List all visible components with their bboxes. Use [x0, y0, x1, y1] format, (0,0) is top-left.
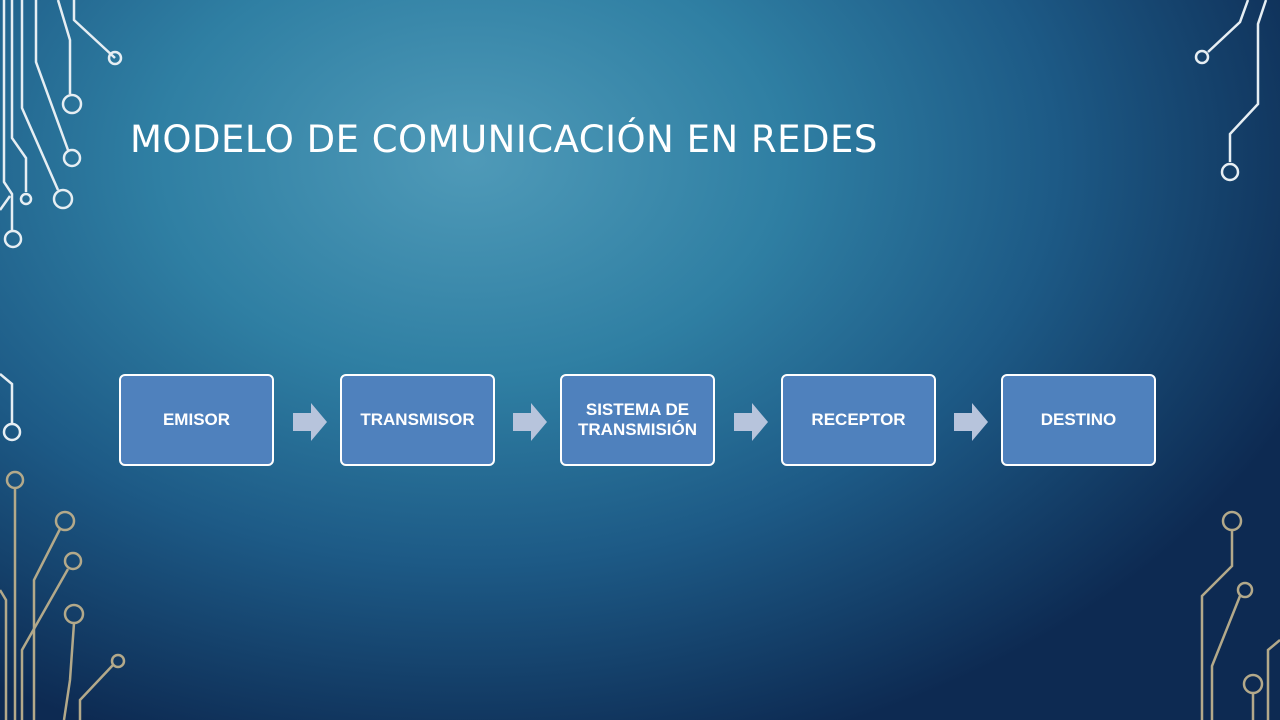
- circuit-top-left: [0, 0, 123, 249]
- circuit-mid-left: [0, 373, 22, 442]
- circuit-bottom-left: [0, 470, 126, 720]
- flow-box-emisor: EMISOR: [119, 374, 274, 466]
- flow-box-destino: DESTINO: [1001, 374, 1156, 466]
- arrow-right-icon: [513, 403, 547, 441]
- circuit-bottom-right: [1200, 510, 1280, 720]
- flow-box-sistema-de-transmision: SISTEMA DE TRANSMISIÓN: [560, 374, 715, 466]
- arrow-right-icon: [734, 403, 768, 441]
- circuit-top-right: [1194, 0, 1268, 182]
- flow-box-transmisor: TRANSMISOR: [340, 374, 495, 466]
- arrow-right-icon: [293, 403, 327, 441]
- slide-title: MODELO DE COMUNICACIÓN EN REDES: [130, 118, 878, 161]
- arrow-right-icon: [954, 403, 988, 441]
- flow-box-receptor: RECEPTOR: [781, 374, 936, 466]
